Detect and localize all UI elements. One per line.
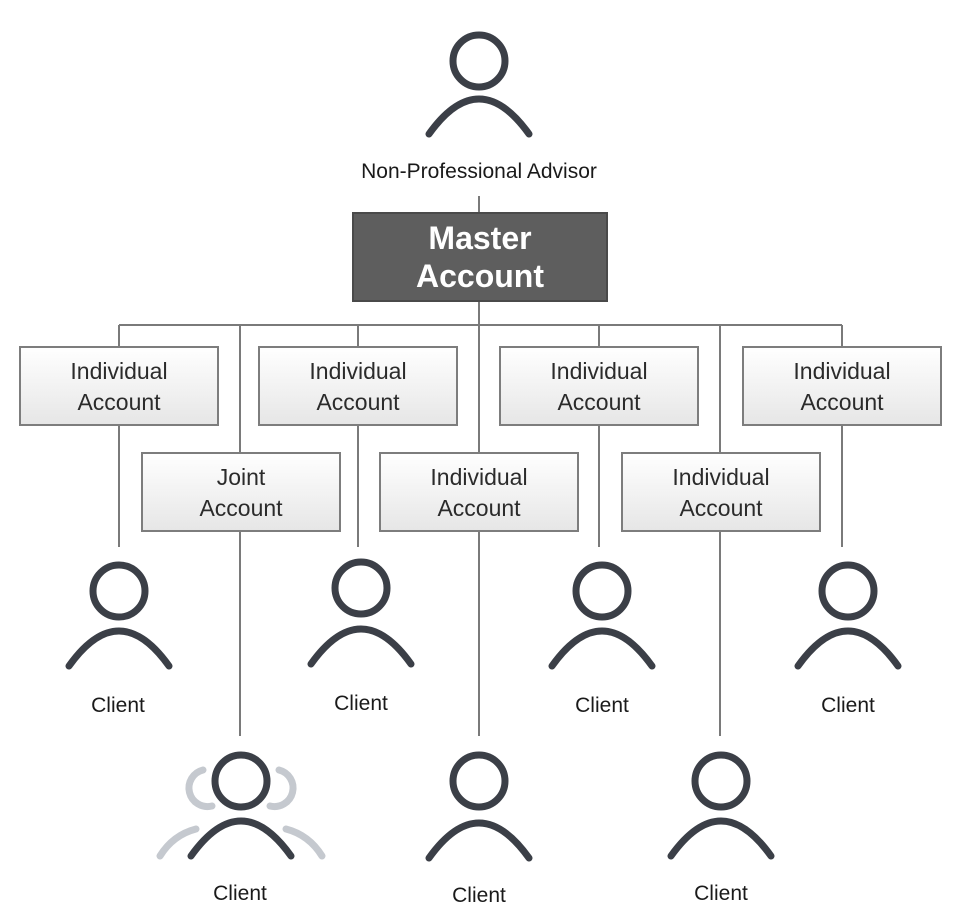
client-label: Client [694, 882, 748, 905]
master-account-line1: Master [428, 220, 531, 256]
account-line1: Individual [430, 464, 527, 490]
individual-account-box: Individual Account [19, 346, 219, 426]
account-line1: Joint [217, 464, 266, 490]
individual-account-box: Individual Account [499, 346, 699, 426]
account-line2: Account [199, 495, 283, 521]
account-line2: Account [437, 495, 521, 521]
account-line1: Individual [672, 464, 769, 490]
client-label: Client [821, 694, 875, 717]
master-account-box: Master Account [352, 212, 608, 302]
client-person-icon [794, 561, 902, 670]
client-person-icon [307, 558, 415, 668]
account-line2: Account [800, 389, 884, 415]
advisor-label: Non-Professional Advisor [361, 160, 597, 183]
account-line2: Account [557, 389, 641, 415]
client-label: Client [213, 882, 267, 905]
account-line1: Individual [550, 358, 647, 384]
client-person-icon [667, 751, 775, 860]
client-label: Client [334, 692, 388, 715]
account-line2: Account [316, 389, 400, 415]
advisor-person-icon [425, 31, 533, 138]
master-account-line2: Account [416, 258, 544, 294]
client-label: Client [575, 694, 629, 717]
client-label: Client [91, 694, 145, 717]
account-line2: Account [77, 389, 161, 415]
account-line1: Individual [793, 358, 890, 384]
individual-account-box: Individual Account [742, 346, 942, 426]
client-label: Client [452, 884, 506, 907]
individual-account-box: Individual Account [258, 346, 458, 426]
client-group-icon [156, 751, 326, 860]
connector-lines [118, 196, 843, 736]
client-person-icon [425, 751, 533, 862]
individual-account-box: Individual Account [621, 452, 821, 532]
client-person-icon [65, 561, 173, 670]
account-line1: Individual [309, 358, 406, 384]
account-line1: Individual [70, 358, 167, 384]
individual-account-box: Individual Account [379, 452, 579, 532]
account-line2: Account [679, 495, 763, 521]
client-person-icon [548, 561, 656, 670]
joint-account-box: Joint Account [141, 452, 341, 532]
